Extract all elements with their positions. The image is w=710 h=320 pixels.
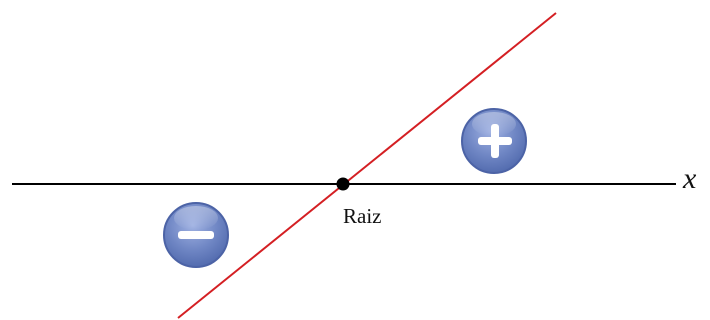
plus-icon — [478, 124, 512, 158]
negative-region-badge — [163, 202, 229, 268]
minus-icon — [178, 231, 214, 239]
positive-region-badge — [461, 108, 527, 174]
root-point — [336, 177, 350, 191]
function-line — [177, 12, 557, 319]
root-label: Raiz — [343, 204, 382, 228]
axis-label: x — [683, 162, 697, 195]
